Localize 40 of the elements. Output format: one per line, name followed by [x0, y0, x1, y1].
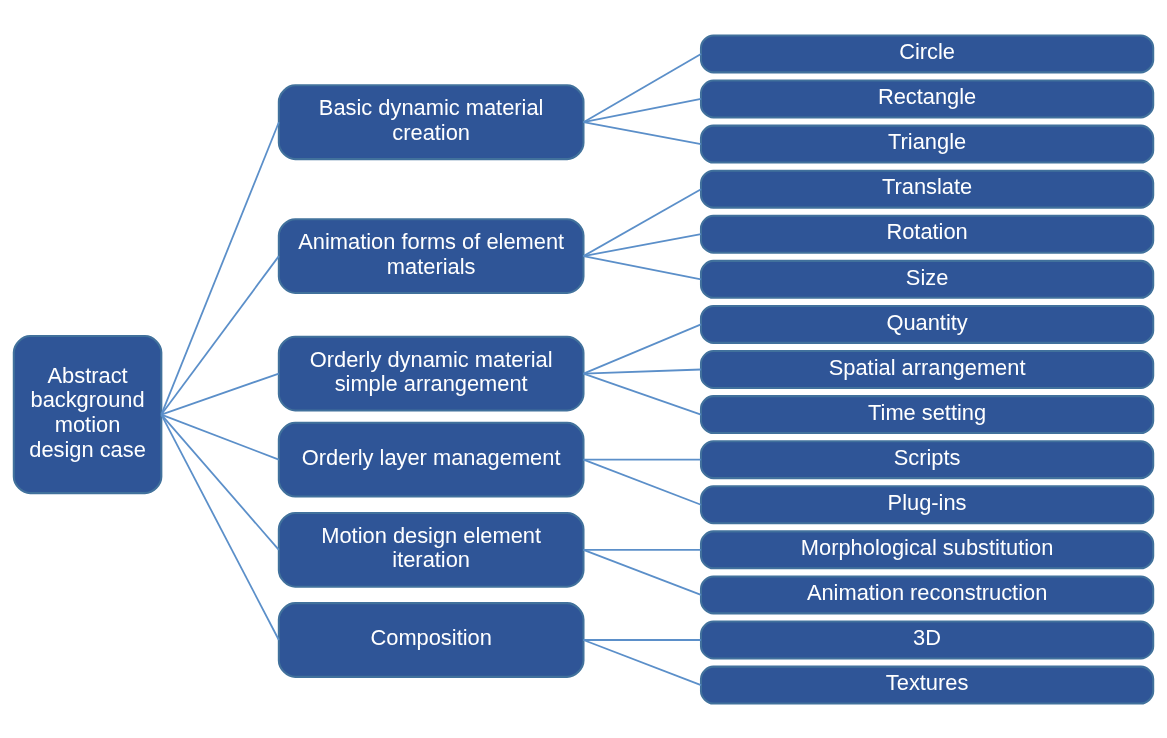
- node-box: Orderly dynamic material simple arrangement: [277, 335, 585, 411]
- connector: [582, 458, 702, 506]
- connector: [582, 372, 702, 415]
- node-box: Time setting: [699, 394, 1155, 434]
- connector: [582, 120, 702, 145]
- connector: [582, 548, 702, 551]
- connector: [582, 187, 702, 257]
- node-box: Triangle: [699, 124, 1155, 164]
- connector: [160, 120, 280, 415]
- node-box: Orderly layer management: [277, 421, 585, 498]
- connector: [160, 413, 280, 641]
- node-box: Composition: [277, 601, 585, 678]
- node-box: Animation reconstruction: [699, 574, 1155, 614]
- connector: [582, 254, 702, 280]
- node-box: 3D: [699, 620, 1155, 659]
- connector: [582, 638, 702, 686]
- node-box: Scripts: [699, 439, 1155, 479]
- node-box: Size: [699, 259, 1155, 299]
- node-box: Spatial arrangement: [699, 349, 1155, 389]
- connector: [582, 638, 702, 641]
- node-box: Plug-ins: [699, 484, 1155, 524]
- node-box: Circle: [699, 33, 1155, 73]
- node-box: Animation forms of element materials: [277, 217, 585, 294]
- node-box: Translate: [699, 169, 1155, 209]
- node-box: Basic dynamic material creation: [277, 83, 585, 160]
- node-box: Motion design element iteration: [277, 511, 585, 588]
- node-box: Textures: [699, 665, 1155, 705]
- connector: [582, 52, 702, 123]
- node-box: Morphological substitution: [699, 529, 1155, 569]
- node-box: Abstract background motion design case: [12, 334, 163, 494]
- connector: [160, 413, 280, 551]
- node-box: Quantity: [699, 304, 1155, 344]
- connector: [582, 368, 702, 374]
- connector: [160, 413, 280, 461]
- connector: [582, 323, 702, 374]
- connector: [160, 254, 280, 415]
- connector: [582, 548, 702, 596]
- node-box: Rotation: [699, 214, 1155, 254]
- connector: [160, 372, 280, 415]
- node-box: Rectangle: [699, 79, 1155, 118]
